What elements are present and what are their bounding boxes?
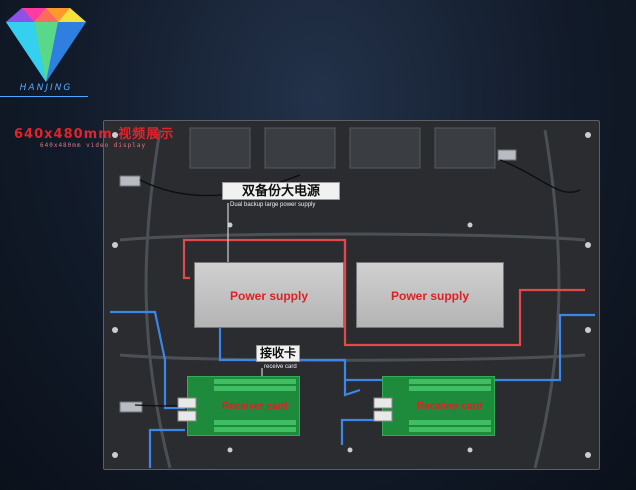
power-supply-right-label: Power supply — [390, 289, 470, 303]
logo-text: HANJING — [19, 83, 73, 93]
red-power-cables — [182, 238, 585, 347]
cabinet-top-ribs — [189, 127, 496, 169]
power-supply-right: Power supply — [356, 262, 504, 328]
receiver-card-right-label: Receiver card — [417, 401, 483, 412]
power-supply-left-label: Power supply — [229, 289, 309, 303]
hanjing-diamond-logo-icon — [6, 8, 86, 82]
receiver-card-pins — [214, 379, 491, 432]
connectors — [119, 149, 517, 413]
network-ports — [177, 397, 393, 422]
panel-title: 640x480mm 视频展示 — [14, 127, 175, 142]
receive-card-label-en: receive card — [264, 364, 297, 370]
power-supply-label-cn: 双备份大电源 — [222, 182, 340, 200]
power-supply-label-en: Dual backup large power supply — [230, 202, 316, 208]
receiver-card-left-label: Receiver card — [222, 401, 288, 412]
panel-subtitle: 640x480mm video display — [40, 142, 147, 149]
power-supply-left: Power supply — [194, 262, 344, 328]
mounting-holes — [112, 132, 591, 458]
receive-card-label-cn: 接收卡 — [256, 345, 300, 362]
logo-underline — [0, 96, 88, 97]
